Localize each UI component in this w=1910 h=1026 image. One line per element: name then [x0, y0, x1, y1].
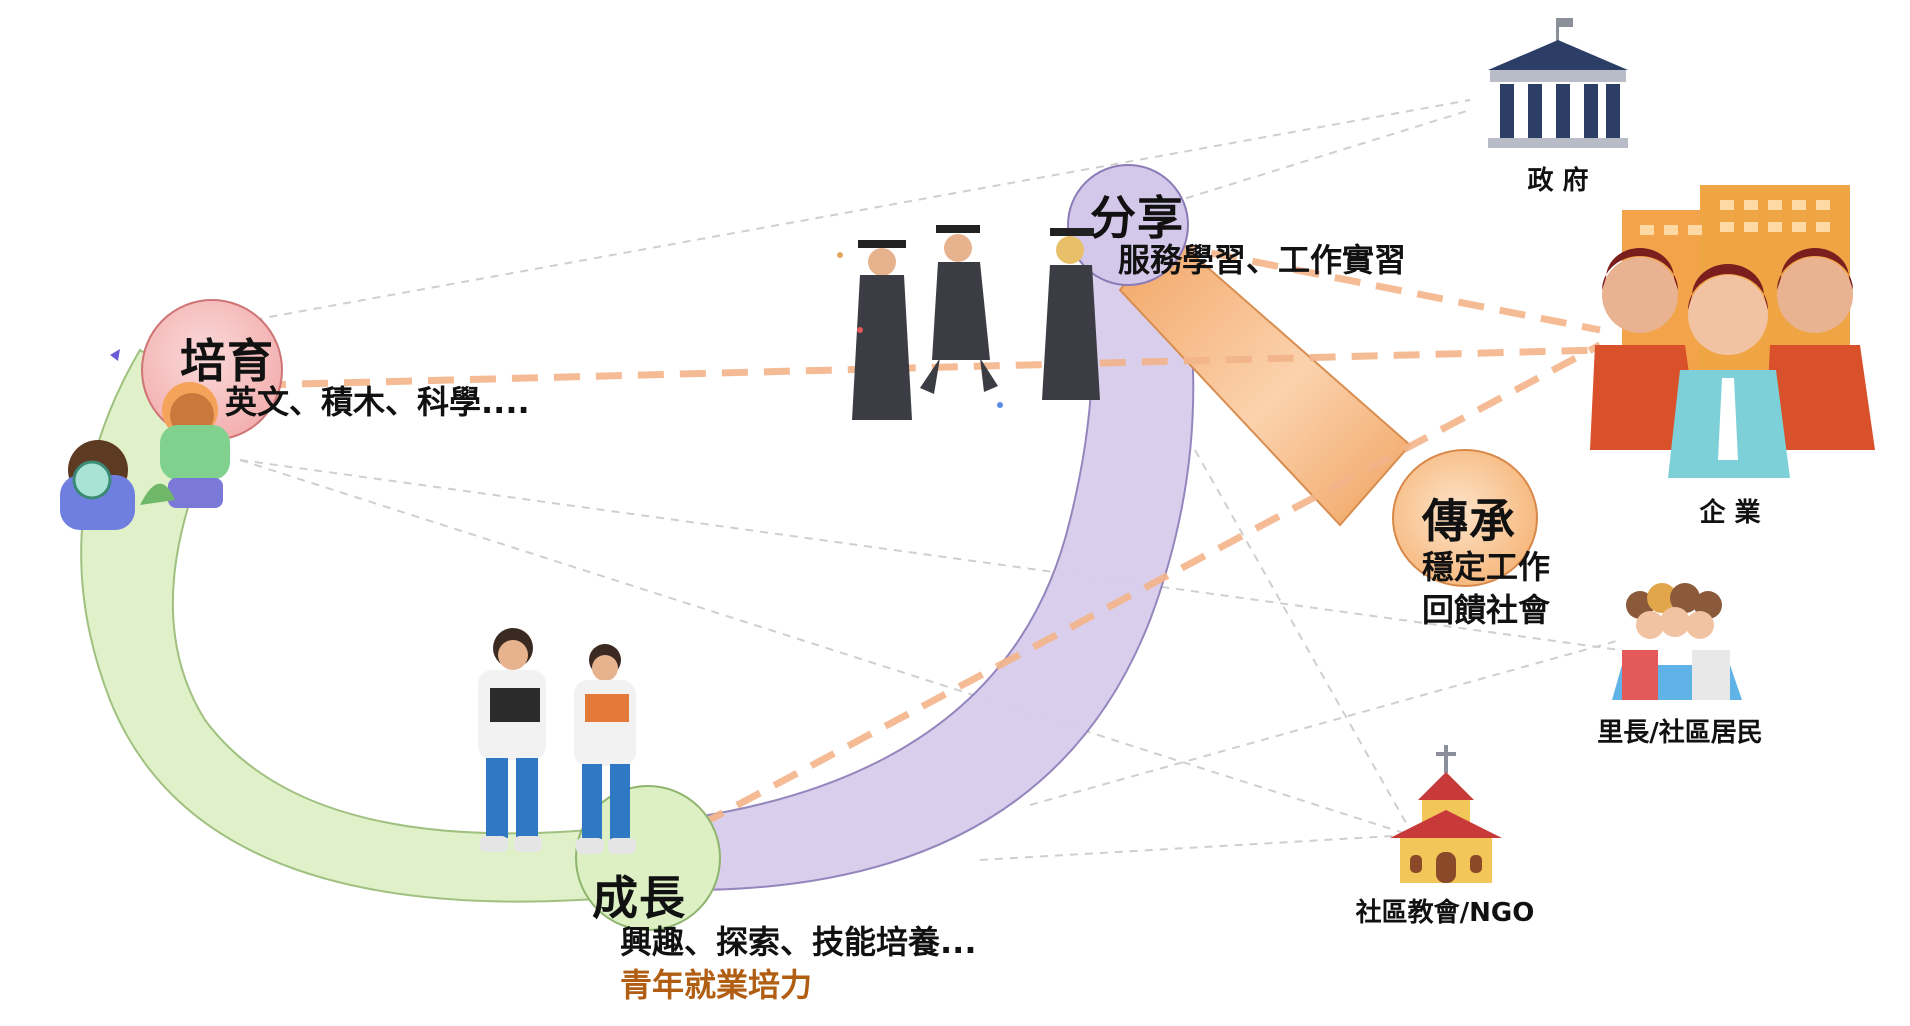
business-people-icon	[1590, 185, 1875, 478]
community-group-icon	[1612, 583, 1742, 700]
sharing-circle	[1067, 164, 1189, 286]
enterprise-label: 企 業	[1699, 498, 1761, 528]
growth-title: 成長	[592, 871, 686, 925]
nurture-title: 培育	[180, 334, 274, 388]
kids-illustration	[60, 349, 230, 530]
legacy-desc-line1: 穩定工作	[1422, 548, 1551, 586]
residents-label: 里長/社區居民	[1597, 718, 1763, 748]
students-illustration	[478, 628, 636, 854]
government-label: 政 府	[1527, 166, 1589, 196]
nurture-desc: 英文、積木、科學....	[225, 383, 530, 421]
church-icon	[1390, 745, 1502, 883]
sharing-desc: 服務學習、工作實習	[1118, 241, 1407, 279]
government-building-icon	[1488, 18, 1628, 148]
church-label: 社區教會/NGO	[1355, 898, 1535, 928]
growth-desc: 興趣、探索、技能培養...	[620, 923, 977, 961]
sharing-title: 分享	[1090, 191, 1184, 245]
graduates-illustration	[837, 225, 1100, 420]
legacy-title: 傳承	[1422, 494, 1516, 548]
legacy-desc-line2: 回饋社會	[1422, 591, 1551, 629]
orange-dashed-lines	[259, 241, 1602, 829]
growth-highlight: 青年就業培力	[620, 966, 813, 1004]
legacy-circle	[1392, 449, 1538, 587]
